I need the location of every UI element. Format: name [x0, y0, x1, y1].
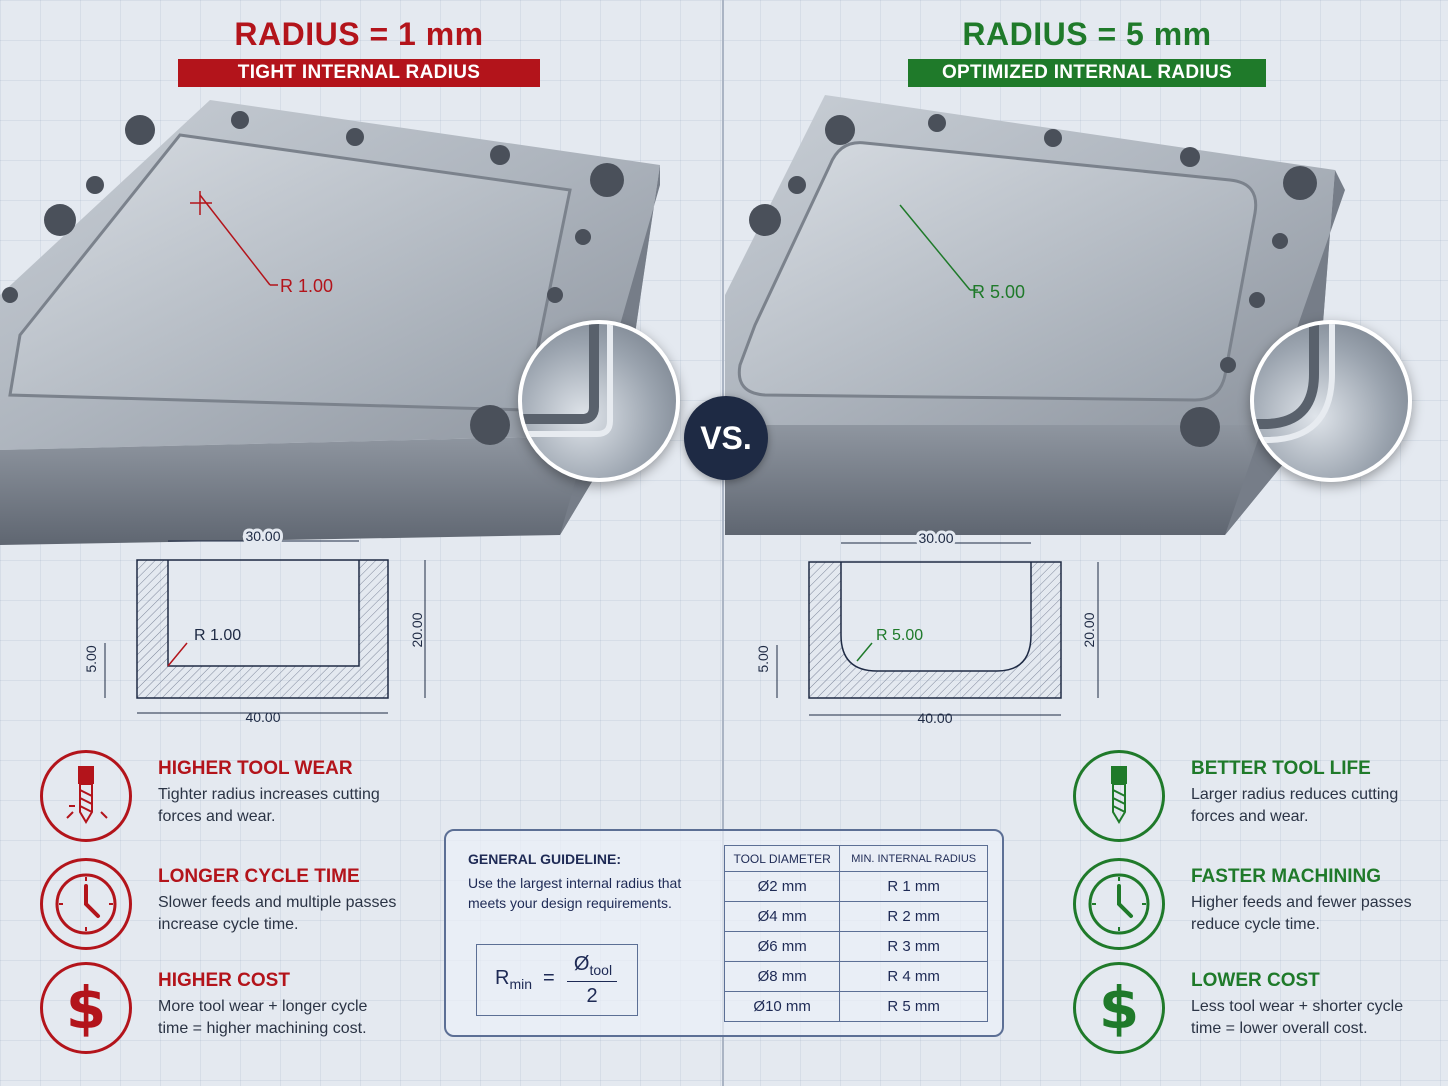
right-radius-callout: R 5.00 — [972, 282, 1026, 302]
left-dim-height: 20.00 — [409, 612, 425, 647]
dollar-icon: $ — [1073, 962, 1165, 1054]
formula-lhs: Rmin — [495, 967, 533, 992]
left-dim-radius: R 1.00 — [194, 627, 241, 644]
left-benefit-text: Tighter radius increases cutting forces … — [158, 786, 380, 825]
guideline-text: Use the largest internal radius that mee… — [468, 875, 682, 911]
right-benefit-title: LOWER COST — [1191, 970, 1320, 991]
right-title: RADIUS = 5 mm — [962, 16, 1212, 52]
right-benefit-text: Larger radius reduces cutting forces and… — [1191, 786, 1399, 825]
formula-denominator: 2 — [586, 985, 598, 1007]
left-benefit-text: Slower feeds and multiple passes increas… — [158, 894, 397, 933]
table-header: TOOL DIAMETER — [723, 845, 841, 872]
guideline-panel: GENERAL GUIDELINE: Use the largest inter… — [444, 829, 1004, 1037]
left-benefit-title: LONGER CYCLE TIME — [158, 866, 360, 887]
left-dim-width: 40.00 — [245, 709, 280, 725]
right-benefit-title: BETTER TOOL LIFE — [1191, 758, 1371, 779]
left-benefit-title: HIGHER TOOL WEAR — [158, 758, 353, 779]
left-benefit-cost: $ HIGHER COST More tool wear + longer cy… — [40, 962, 367, 1054]
left-benefit-title: HIGHER COST — [158, 970, 290, 991]
vs-badge: VS. — [684, 396, 768, 480]
clock-icon — [1073, 858, 1165, 950]
table-header: MIN. INTERNAL RADIUS — [839, 845, 988, 872]
left-title: RADIUS = 1 mm — [234, 16, 484, 52]
right-dim-floor: 5.00 — [755, 645, 771, 672]
clock-icon — [40, 858, 132, 950]
left-zoom-detail — [518, 320, 680, 482]
right-dim-height: 20.00 — [1081, 612, 1097, 647]
right-dim-radius: R 5.00 — [876, 627, 923, 644]
left-dim-floor: 5.00 — [83, 645, 99, 672]
left-radius-callout: R 1.00 — [280, 276, 334, 296]
left-part-image — [0, 100, 660, 545]
left-header: RADIUS = 1 mm TIGHT INTERNAL RADIUS — [178, 16, 540, 87]
right-zoom-detail — [1250, 320, 1412, 482]
left-benefit-tool-wear: HIGHER TOOL WEAR Tighter radius increase… — [40, 750, 380, 842]
right-dim-inner-width: 30.00 — [918, 530, 953, 546]
right-tag: OPTIMIZED INTERNAL RADIUS — [908, 59, 1266, 87]
right-benefit-cost: $ LOWER COST Less tool wear + shorter cy… — [1073, 962, 1403, 1054]
guideline-title: GENERAL GUIDELINE: — [468, 851, 621, 867]
radius-formula: Rmin = Øtool 2 — [476, 944, 638, 1016]
formula-numerator: Øtool — [573, 953, 613, 978]
drill-icon — [1073, 750, 1165, 842]
left-benefit-text: More tool wear + longer cycle time = hig… — [158, 998, 368, 1037]
tool-radius-table: TOOL DIAMETER MIN. INTERNAL RADIUS Ø2 mm… — [723, 845, 988, 1022]
right-header: RADIUS = 5 mm OPTIMIZED INTERNAL RADIUS — [908, 16, 1266, 87]
formula-equals: = — [543, 967, 555, 989]
dollar-icon: $ — [40, 962, 132, 1054]
right-benefit-text: Less tool wear + shorter cycle time = lo… — [1191, 998, 1404, 1037]
left-tag: TIGHT INTERNAL RADIUS — [178, 59, 540, 87]
left-section-drawing: 30.00 40.00 20.00 5.00 R 1.00 — [83, 525, 426, 725]
right-section-drawing: 30.00 40.00 20.00 5.00 R 5.00 — [755, 527, 1099, 726]
right-benefit-faster: FASTER MACHINING Higher feeds and fewer … — [1073, 858, 1412, 950]
right-part-image — [725, 95, 1345, 535]
right-benefit-text: Higher feeds and fewer passes reduce cyc… — [1191, 894, 1412, 933]
formula-fraction-bar — [567, 981, 617, 982]
left-benefit-cycle-time: LONGER CYCLE TIME Slower feeds and multi… — [40, 858, 396, 950]
left-dim-inner-width: 30.00 — [245, 528, 280, 544]
right-dim-width: 40.00 — [917, 710, 952, 726]
center-divider — [722, 0, 724, 1086]
right-benefit-title: FASTER MACHINING — [1191, 866, 1381, 887]
drill-icon — [40, 750, 132, 842]
right-benefit-tool-life: BETTER TOOL LIFE Larger radius reduces c… — [1073, 750, 1398, 842]
